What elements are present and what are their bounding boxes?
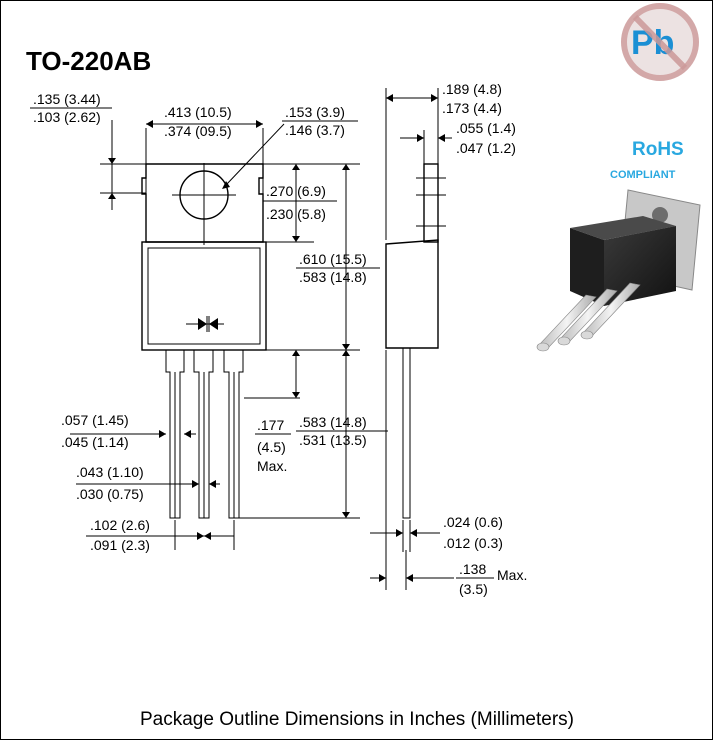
figure-caption: Package Outline Dimensions in Inches (Mi… [140, 709, 574, 730]
side-view [385, 163, 446, 519]
dim-tab-thickness-max: .135 (3.44) [33, 91, 101, 107]
dim-lead-length-min: .531 (13.5) [299, 432, 367, 448]
dim-side-thickness-min: .173 (4.4) [442, 100, 502, 116]
rohs-compliant-label: COMPLIANT [610, 169, 676, 181]
dim-side-thickness-max: .189 (4.8) [442, 81, 502, 97]
dim-body-length-max: .610 (15.5) [299, 251, 367, 267]
dim-pitch-max: .102 (2.6) [90, 517, 150, 533]
dimension-lines [70, 88, 454, 590]
package-body-outline [141, 241, 267, 351]
dim-pitch-min: .091 (2.3) [90, 537, 150, 553]
package-title: TO-220AB [26, 46, 151, 76]
dim-hole-position-min: .230 (5.8) [266, 206, 326, 222]
dim-lead-width-min: .045 (1.14) [61, 434, 129, 450]
dim-flange-max: .055 (1.4) [456, 120, 516, 136]
dim-body-length-min: .583 (14.8) [299, 269, 367, 285]
dim-width-max: .413 (10.5) [164, 104, 232, 120]
diode-symbol [186, 316, 224, 332]
dim-shoulder-mm: (4.5) [257, 439, 286, 455]
dim-tab-thickness-min: .103 (2.62) [33, 109, 101, 125]
dim-lead-length-max: .583 (14.8) [299, 414, 367, 430]
dim-hole-position-max: .270 (6.9) [266, 183, 326, 199]
rohs-label: RoHS [632, 139, 684, 160]
side-body [385, 239, 439, 349]
component-3d-illustration [536, 189, 701, 352]
dim-hole-min: .146 (3.7) [285, 122, 345, 138]
dimension-labels: .135 (3.44) .103 (2.62) .413 (10.5) .374… [30, 81, 527, 597]
dim-lead-thickness-max: .043 (1.10) [76, 464, 144, 480]
dim-shoulder-inch: .177 [257, 417, 284, 433]
front-leads [165, 350, 244, 519]
dim-side-lead-min: .012 (0.3) [443, 535, 503, 551]
dim-shoulder-max: Max. [257, 458, 287, 474]
pb-free-icon: Pb [631, 24, 674, 62]
dim-side-lead-max: .024 (0.6) [443, 514, 503, 530]
dim-lead-width-max: .057 (1.45) [61, 412, 129, 428]
dim-hole-max: .153 (3.9) [285, 104, 345, 120]
side-tab [423, 163, 439, 243]
dim-offset-inch: .138 [459, 561, 486, 577]
pb-free-badge: Pb [621, 3, 699, 81]
side-lead [402, 347, 411, 519]
dim-width-min: .374 (09.5) [164, 123, 232, 139]
dim-offset-max: Max. [497, 567, 527, 583]
front-view [141, 163, 267, 519]
mounting-tab-outline [141, 163, 264, 243]
dim-lead-thickness-min: .030 (0.75) [76, 486, 144, 502]
dim-offset-mm: (3.5) [459, 581, 488, 597]
dim-flange-min: .047 (1.2) [456, 140, 516, 156]
